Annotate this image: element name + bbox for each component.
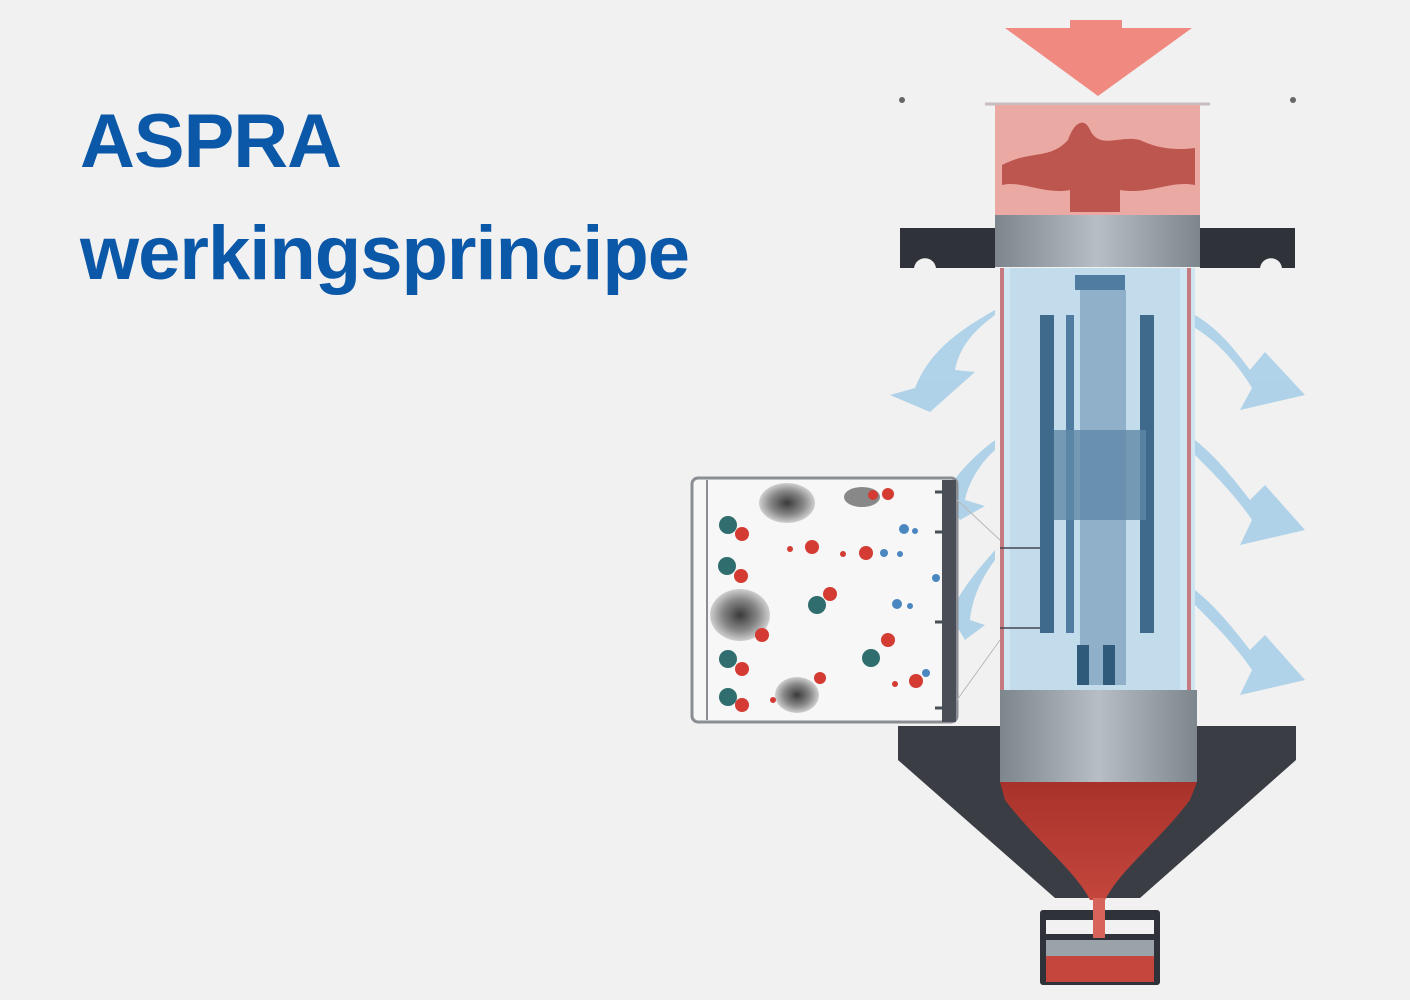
diagram-title: ASPRA werkingsprincipe xyxy=(80,86,690,310)
marker-dot-right xyxy=(1290,97,1296,103)
electrode-core xyxy=(1000,275,1154,685)
title-line-2: werkingsprincipe xyxy=(80,211,690,296)
inlet-chamber xyxy=(985,102,1210,215)
lower-metal-band xyxy=(1000,690,1197,782)
ions xyxy=(880,524,940,677)
particle-detail-inset xyxy=(690,476,1001,724)
collection-hopper xyxy=(898,726,1296,900)
marker-dot-left xyxy=(899,97,905,103)
inlet-arrow-icon xyxy=(1005,20,1192,96)
particle-molecules xyxy=(718,488,923,712)
title-line-1: ASPRA xyxy=(80,99,342,184)
drain-outlet xyxy=(1040,898,1160,985)
top-mounting-flange xyxy=(900,215,1295,268)
